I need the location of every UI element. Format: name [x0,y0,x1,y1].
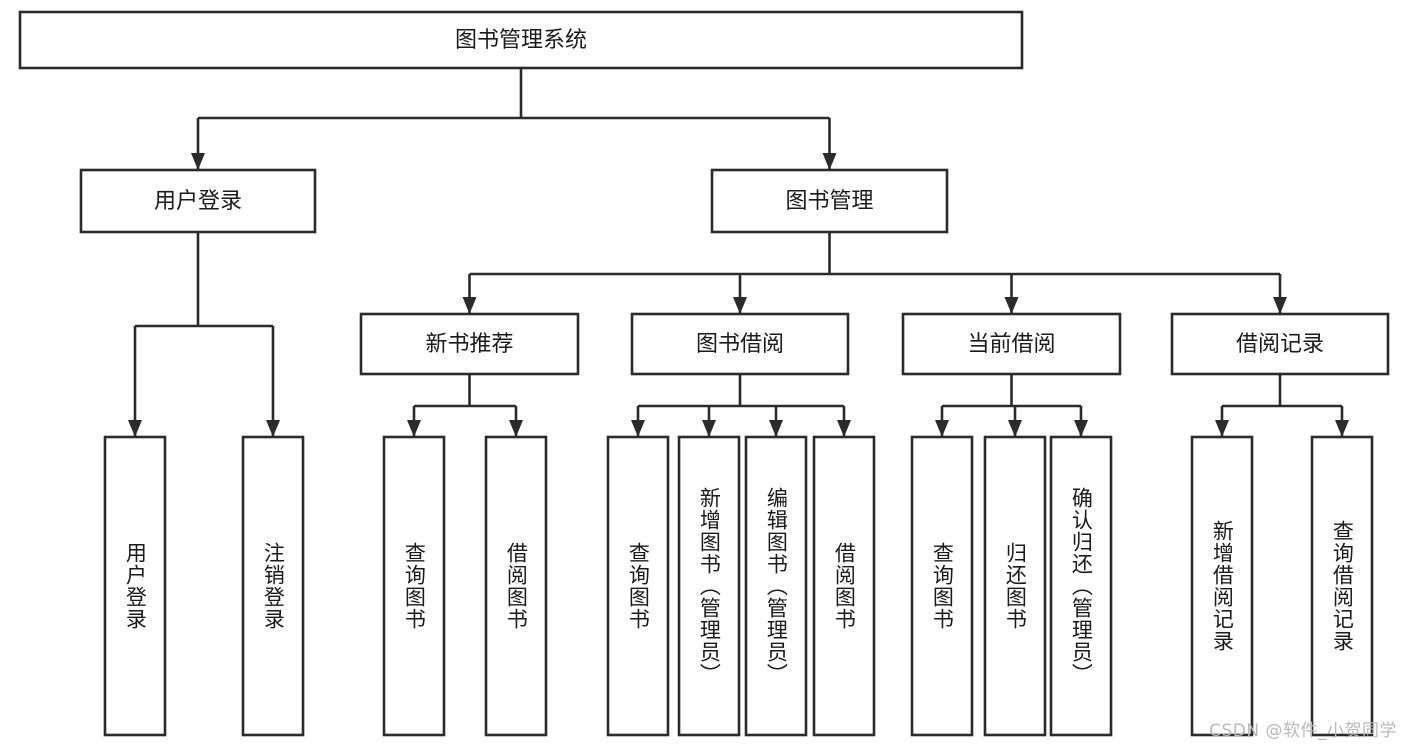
node-leaf-3[interactable] [484,435,548,737]
node-level2-0[interactable] [79,168,317,234]
node-root-system-label: 图书管理系统 [455,28,587,53]
arrowhead-icon [128,420,142,437]
node-leaf-4[interactable] [606,435,670,737]
arrowhead-icon [1004,297,1019,314]
arrowhead-icon [1273,297,1287,314]
node-leaf-9[interactable] [983,435,1047,737]
arrowhead-icon [1215,420,1229,437]
node-level3-1-label: 图书借阅 [696,332,784,357]
node-level2-1[interactable] [710,168,949,234]
arrowhead-icon [769,420,783,437]
arrowhead-icon [733,297,747,314]
arrowhead-icon [509,420,523,437]
arrowhead-icon [631,420,645,437]
node-leaf-6[interactable] [744,435,808,737]
arrowhead-icon [1074,420,1088,437]
node-leaf-7[interactable] [812,435,876,737]
node-level3-0[interactable] [359,312,580,376]
node-leaf-0[interactable] [103,435,167,737]
arrowhead-icon [266,420,280,437]
node-leaf-1[interactable] [241,435,305,737]
node-root-system[interactable] [18,10,1024,70]
node-level2-0-label: 用户登录 [154,189,242,214]
arrowhead-icon [702,420,716,437]
node-level3-3[interactable] [1170,312,1390,376]
node-leaf-2[interactable] [382,435,446,737]
arrowhead-icon [935,420,949,437]
edges-layer [128,68,1349,437]
node-level3-2-label: 当前借阅 [967,332,1055,357]
node-leaf-5[interactable] [677,435,741,737]
arrowhead-icon [191,153,205,170]
arrowhead-icon [462,297,477,314]
arrowhead-icon [837,420,851,437]
node-level2-1-label: 图书管理 [785,189,873,214]
arrowhead-icon [822,153,837,170]
arrowhead-icon [1335,420,1349,437]
node-leaf-8[interactable] [910,435,974,737]
node-leaf-11[interactable] [1190,435,1254,737]
arrowhead-icon [407,420,421,437]
node-leaf-12[interactable] [1310,435,1374,737]
node-leaf-10[interactable] [1049,435,1113,737]
arrowhead-icon [1008,420,1022,437]
node-level3-1[interactable] [630,312,850,376]
node-level3-3-label: 借阅记录 [1236,332,1324,357]
watermark-text: CSDN @软件_小贺同学 [1209,721,1397,741]
node-level3-2[interactable] [901,312,1122,376]
node-level3-0-label: 新书推荐 [425,332,513,357]
